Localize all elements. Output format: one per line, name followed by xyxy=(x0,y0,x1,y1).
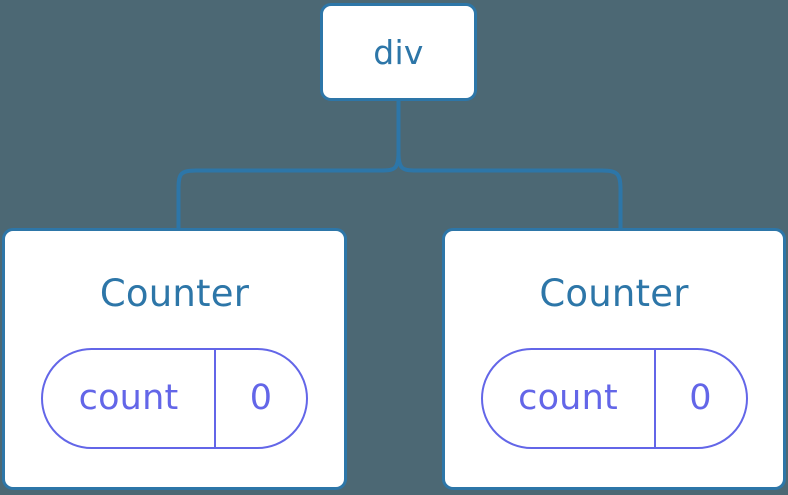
node-counter-left-title: Counter xyxy=(99,272,250,315)
state-key-label-right: count xyxy=(518,378,618,418)
state-pill-left[interactable]: count 0 xyxy=(41,348,308,449)
state-key-cell-right: count xyxy=(483,350,656,447)
state-key-label-left: count xyxy=(78,378,179,418)
state-value-label-right: 0 xyxy=(689,378,712,418)
state-value-cell-left: 0 xyxy=(216,350,306,447)
connector-branch-right xyxy=(396,151,623,229)
node-div-label: div xyxy=(373,32,424,72)
node-counter-right[interactable]: Counter count 0 xyxy=(442,228,786,490)
state-value-cell-right: 0 xyxy=(656,350,746,447)
state-pill-right[interactable]: count 0 xyxy=(480,348,748,449)
state-value-label-left: 0 xyxy=(249,378,273,418)
node-div[interactable]: div xyxy=(320,3,477,101)
state-key-cell-left: count xyxy=(43,350,216,447)
connector-branch-left xyxy=(176,151,401,229)
node-counter-right-title: Counter xyxy=(539,272,689,315)
node-counter-left[interactable]: Counter count 0 xyxy=(2,228,347,490)
